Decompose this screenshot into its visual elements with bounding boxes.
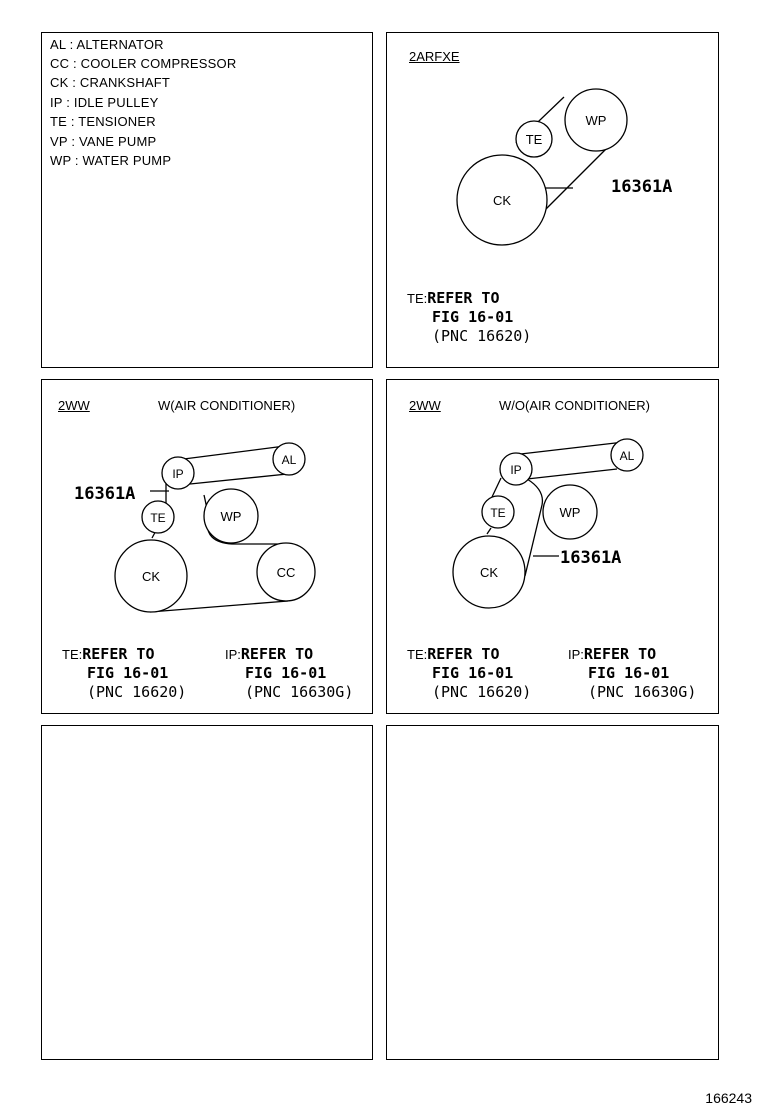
variant-label: 2WW <box>58 398 90 413</box>
pulley-wp <box>564 88 628 152</box>
pulley-label-wp: WP <box>560 505 581 520</box>
empty-panel-left <box>41 725 373 1060</box>
pulley-al <box>610 438 644 472</box>
pulley-label-te: TE <box>526 132 543 147</box>
reference-note-ip: IP:REFER TO FIG 16-01 (PNC 16630G) <box>225 645 354 701</box>
belt-diagram-2arfxe: CK TE WP 16361A <box>456 88 672 246</box>
condition-label: W(AIR CONDITIONER) <box>158 398 296 413</box>
pulley-ck <box>114 539 188 613</box>
pulley-label-ck: CK <box>142 569 160 584</box>
pulley-label-cc: CC <box>277 565 296 580</box>
pulley-label-wp: WP <box>221 509 242 524</box>
diagram-id: 166243 <box>705 1090 752 1106</box>
legend-item: AL : ALTERNATOR <box>50 37 164 52</box>
reference-note-ip: IP:REFER TO FIG 16-01 (PNC 16630G) <box>568 645 697 701</box>
legend-item: TE : TENSIONER <box>50 114 156 129</box>
pulley-wp <box>542 484 598 540</box>
panel-2ww-without-ac: 2WW W/O(AIR CONDITIONER) CK WP TE IP AL … <box>386 379 719 714</box>
pulley-label-al: AL <box>282 453 297 467</box>
pulley-te <box>515 120 553 158</box>
panel-2ww-with-ac: 2WW W(AIR CONDITIONER) CK CC WP TE IP AL… <box>41 379 373 714</box>
pulley-ip <box>499 452 533 486</box>
pulley-ck <box>456 154 548 246</box>
legend-item: WP : WATER PUMP <box>50 153 172 168</box>
pulley-al <box>272 442 306 476</box>
belt-diagram-2ww-ac: CK CC WP TE IP AL 16361A <box>74 442 316 613</box>
pulley-cc <box>256 542 316 602</box>
pulley-ip <box>161 456 195 490</box>
empty-panel-right <box>386 725 719 1060</box>
variant-label: 2ARFXE <box>409 49 460 64</box>
legend-item: VP : VANE PUMP <box>50 134 157 149</box>
reference-note-te: TE:REFER TO FIG 16-01 (PNC 16620) <box>407 645 532 701</box>
condition-label: W/O(AIR CONDITIONER) <box>499 398 650 413</box>
pulley-label-ip: IP <box>172 467 183 481</box>
part-number: 16361A <box>611 177 672 197</box>
pulley-label-te: TE <box>490 506 505 520</box>
part-number: 16361A <box>560 548 621 568</box>
pulley-label-ck: CK <box>480 565 498 580</box>
part-number: 16361A <box>74 484 135 504</box>
pulley-ck <box>452 535 526 609</box>
legend-item: CK : CRANKSHAFT <box>50 75 171 90</box>
pulley-label-wp: WP <box>586 113 607 128</box>
panel-2arfxe: 2ARFXE CK TE WP 16361A TE:REFER TO FIG 1… <box>386 32 719 368</box>
reference-note-te: TE:REFER TO FIG 16-01 (PNC 16620) <box>407 289 532 345</box>
legend-panel: AL : ALTERNATOR CC : COOLER COMPRESSOR C… <box>41 32 373 368</box>
pulley-label-al: AL <box>620 449 635 463</box>
variant-label: 2WW <box>409 398 441 413</box>
belt-diagram-2ww-no-ac: CK WP TE IP AL 16361A <box>452 438 644 609</box>
pulley-te <box>481 495 515 529</box>
pulley-wp <box>203 488 259 544</box>
legend-item: CC : COOLER COMPRESSOR <box>50 56 237 71</box>
legend-item: IP : IDLE PULLEY <box>50 95 159 110</box>
pulley-label-ip: IP <box>510 463 521 477</box>
reference-note-te: TE:REFER TO FIG 16-01 (PNC 16620) <box>62 645 187 701</box>
pulley-te <box>141 500 175 534</box>
pulley-label-te: TE <box>150 511 165 525</box>
pulley-label-ck: CK <box>493 193 511 208</box>
